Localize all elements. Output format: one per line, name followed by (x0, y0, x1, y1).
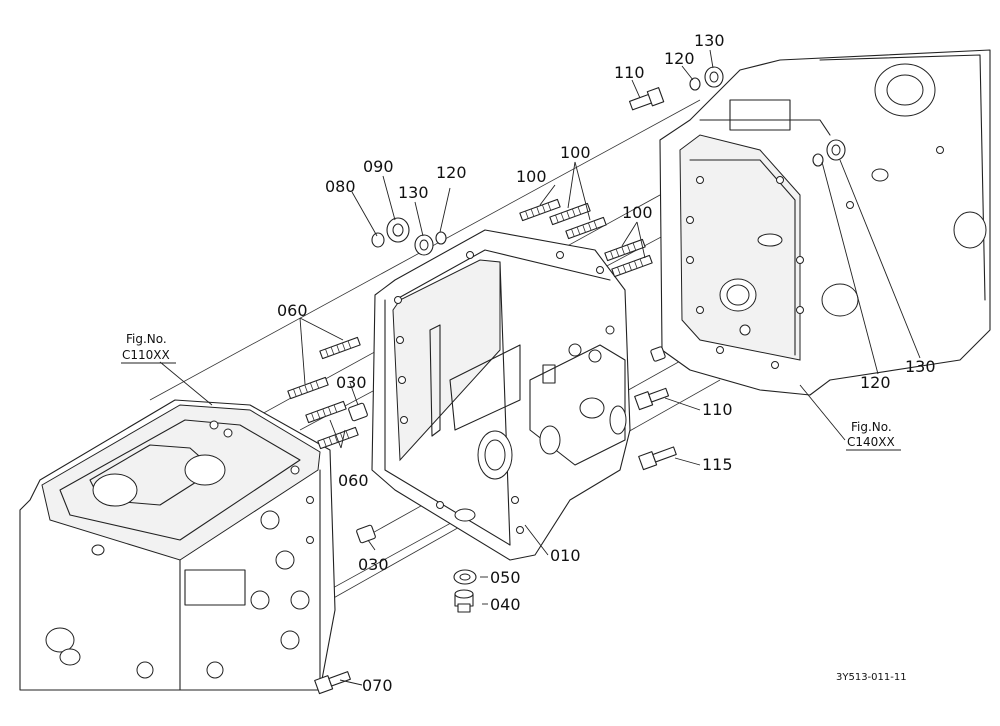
figure-ref-code: C110XX (122, 348, 170, 362)
callout-130-top: 130 (694, 31, 725, 50)
callout-040: 040 (490, 595, 521, 614)
callout-120-top: 120 (664, 49, 695, 68)
figure-ref-c140xx: Fig.No. C140XX (846, 420, 901, 451)
right-transmission-housing (659, 49, 991, 396)
callout-100-right: 100 (622, 203, 653, 222)
callout-110-mid: 110 (702, 400, 733, 419)
callout-130-right: 130 (905, 357, 936, 376)
callout-100-left: 100 (516, 167, 547, 186)
callout-010: 010 (550, 546, 581, 565)
dowel-pins-030 (348, 346, 666, 544)
callout-120-left: 120 (436, 163, 467, 182)
washers-and-bushings (371, 66, 846, 256)
drawing-code: 3Y513-011-11 (836, 672, 907, 683)
callout-030-upper: 030 (336, 373, 367, 392)
callout-060-lower: 060 (338, 471, 369, 490)
drain-plug-and-gasket (453, 569, 477, 613)
leader-lines (159, 49, 921, 686)
callout-050: 050 (490, 568, 521, 587)
callout-100-center: 100 (560, 143, 591, 162)
callout-090: 090 (363, 157, 394, 176)
figure-ref-label: Fig.No. (851, 420, 892, 434)
stud-bolts (287, 198, 653, 450)
callout-110-top: 110 (614, 63, 645, 82)
callout-labels: 060 060 030 030 080 090 130 120 100 100 … (277, 31, 936, 695)
callout-120-right: 120 (860, 373, 891, 392)
callout-070: 070 (362, 676, 393, 695)
figure-ref-c110xx: Fig.No. C110XX (121, 332, 176, 364)
center-housing-010 (371, 229, 631, 561)
left-transmission-housing (19, 399, 336, 691)
callout-060-upper: 060 (277, 301, 308, 320)
callout-115: 115 (702, 455, 733, 474)
callout-030-lower: 030 (358, 555, 389, 574)
hex-bolts (314, 87, 677, 695)
callout-130-left: 130 (398, 183, 429, 202)
callout-080: 080 (325, 177, 356, 196)
figure-ref-code: C140XX (847, 435, 895, 449)
figure-ref-label: Fig.No. (126, 332, 167, 346)
